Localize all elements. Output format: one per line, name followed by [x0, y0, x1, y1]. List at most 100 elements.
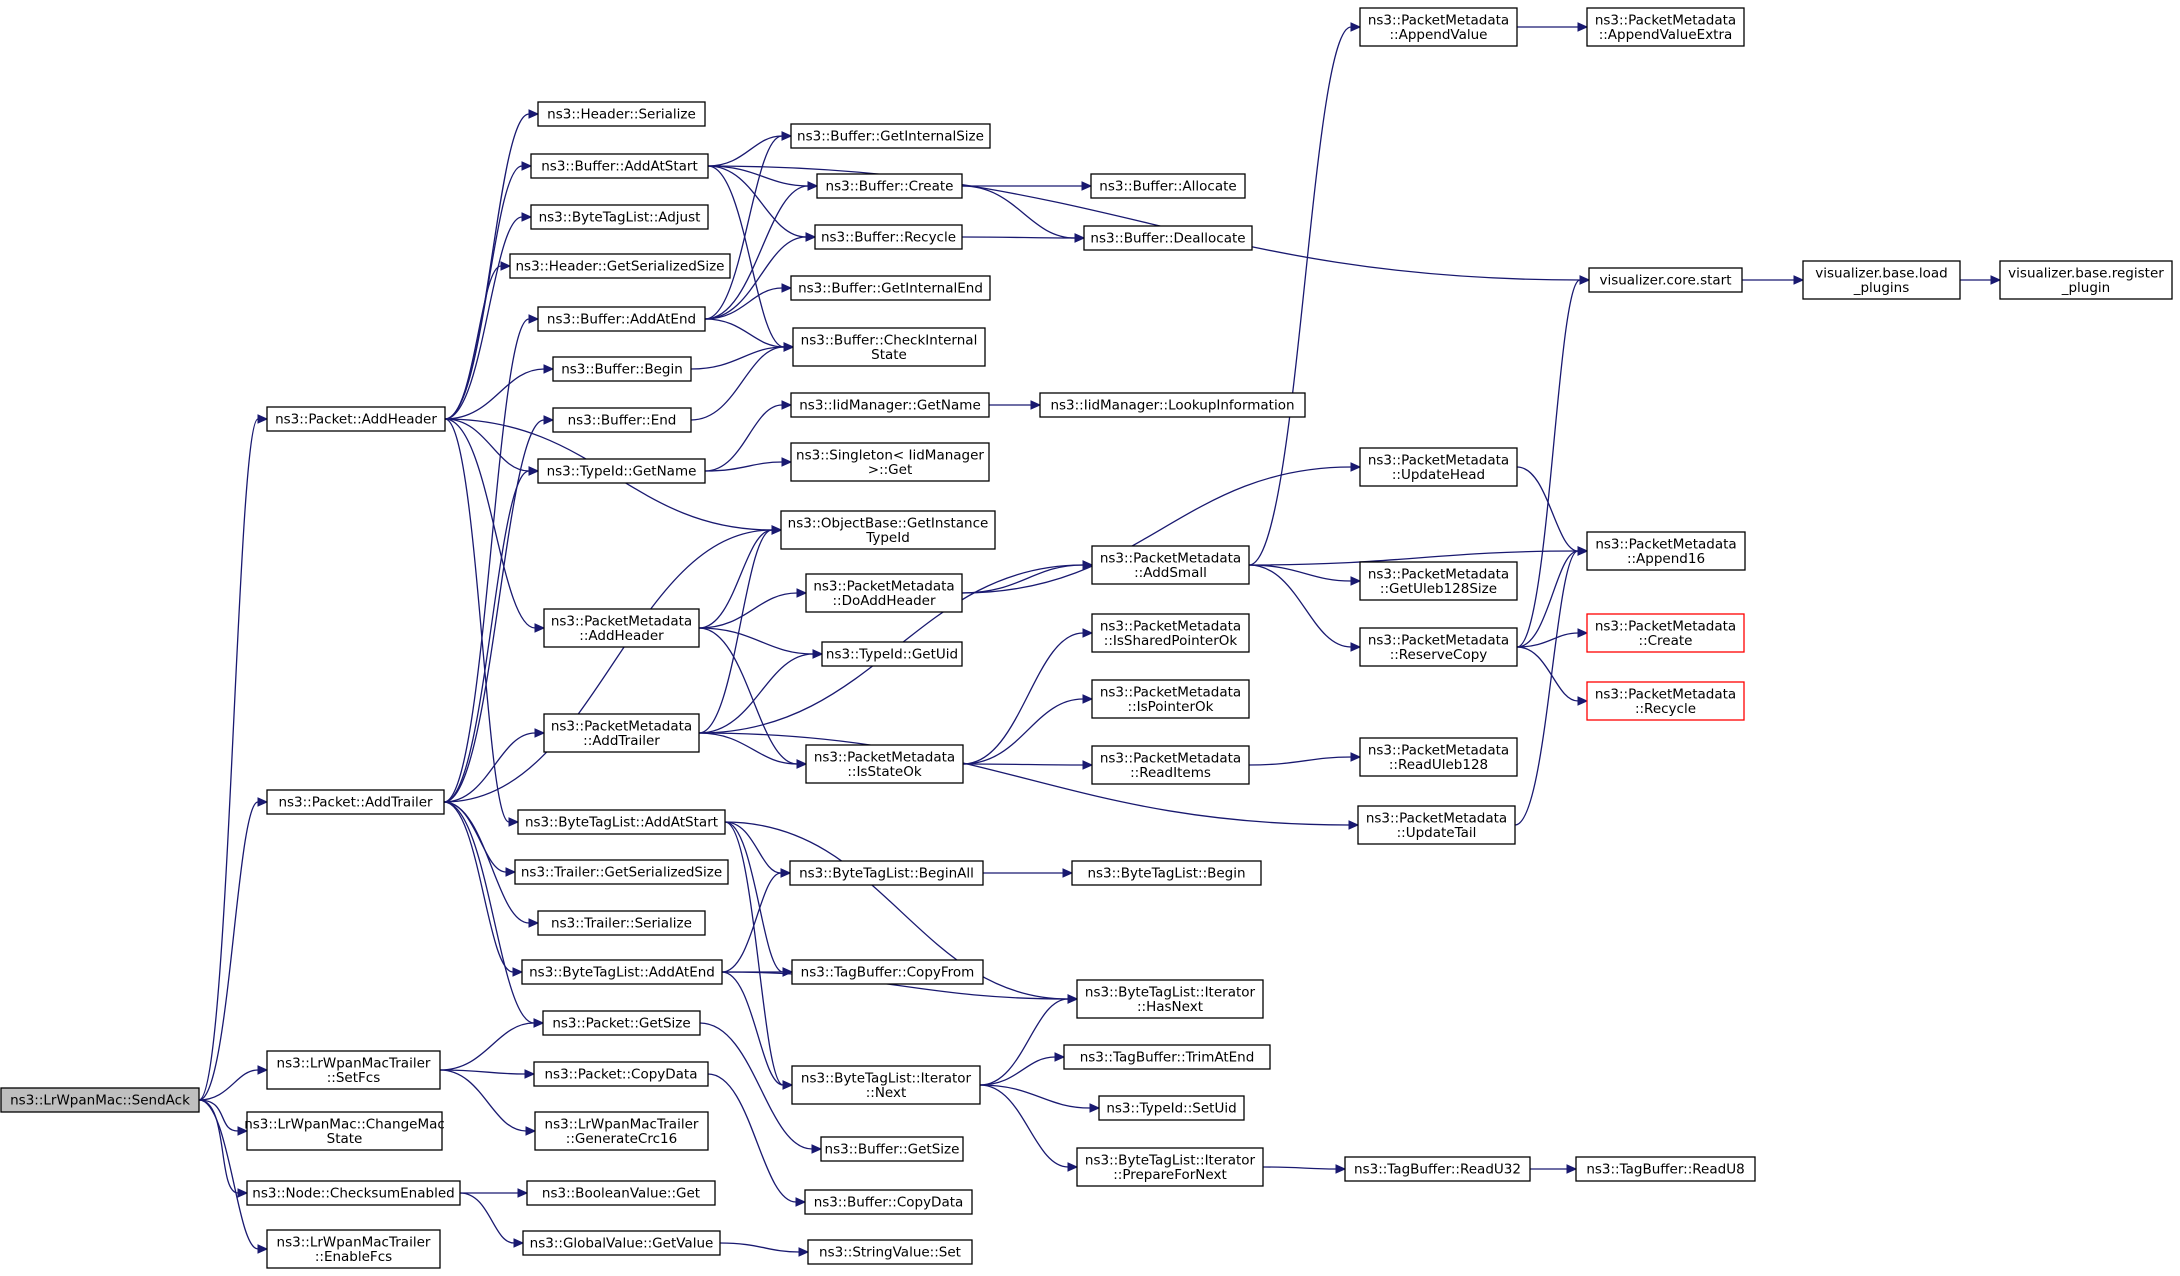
- node-pmis-pointer-ok[interactable]: ns3::PacketMetadata::IsPointerOk: [1091, 679, 1250, 719]
- node-label: ::DoAddHeader: [832, 593, 935, 609]
- edge-buf-recycle-to-buf-deallocate: [961, 233, 1086, 243]
- node-label: ns3::Buffer::CopyData: [814, 1195, 964, 1211]
- node-tag-buf-read-u32[interactable]: ns3::TagBuffer::ReadU32: [1344, 1156, 1531, 1182]
- node-global-get-value[interactable]: ns3::GlobalValue::GetValue: [522, 1230, 721, 1256]
- node-label: ns3::Packet::AddTrailer: [278, 795, 433, 811]
- node-box: [537, 101, 706, 127]
- node-trailer-get-ser-size[interactable]: ns3::Trailer::GetSerializedSize: [514, 859, 729, 885]
- node-buf-allocate[interactable]: ns3::Buffer::Allocate: [1090, 173, 1246, 199]
- node-box: [1357, 805, 1516, 845]
- edge-pmread-items-to-pmread-uleb128: [1248, 752, 1362, 766]
- node-pmadd-small[interactable]: ns3::PacketMetadata::AddSmall: [1091, 545, 1250, 585]
- node-label: ns3::Buffer::Deallocate: [1090, 231, 1245, 247]
- node-label: ::IsStateOk: [847, 764, 921, 780]
- node-string-set[interactable]: ns3::StringValue::Set: [807, 1239, 973, 1265]
- node-pmupdate-head[interactable]: ns3::PacketMetadata::UpdateHead: [1359, 447, 1518, 487]
- node-type-id-get-uid[interactable]: ns3::TypeId::GetUid: [821, 641, 963, 667]
- node-label: ::IsSharedPointerOk: [1104, 633, 1238, 649]
- node-send-ack[interactable]: ns3::LrWpanMac::SendAck: [0, 1087, 200, 1113]
- node-buf-copy-data[interactable]: ns3::Buffer::CopyData: [804, 1189, 973, 1215]
- node-header-get-ser-size[interactable]: ns3::Header::GetSerializedSize: [509, 253, 731, 279]
- node-btladjust[interactable]: ns3::ByteTagList::Adjust: [530, 204, 709, 230]
- node-buf-create[interactable]: ns3::Buffer::Create: [816, 173, 963, 199]
- node-btliter-has-next[interactable]: ns3::ByteTagList::Iterator::HasNext: [1076, 979, 1264, 1019]
- node-btliter-next[interactable]: ns3::ByteTagList::Iterator::Next: [791, 1065, 981, 1105]
- node-btladd-at-start[interactable]: ns3::ByteTagList::AddAtStart: [517, 809, 726, 835]
- node-pmreserve-copy[interactable]: ns3::PacketMetadata::ReserveCopy: [1359, 627, 1518, 667]
- node-buf-get-internal-size[interactable]: ns3::Buffer::GetInternalSize: [790, 123, 991, 149]
- node-label: ns3::PacketMetadata: [1368, 632, 1509, 648]
- node-generate-crc16[interactable]: ns3::LrWpanMacTrailer::GenerateCrc16: [534, 1111, 709, 1151]
- node-buf-recycle[interactable]: ns3::Buffer::Recycle: [814, 224, 963, 250]
- node-pmrecycle[interactable]: ns3::PacketMetadata::Recycle: [1586, 681, 1745, 721]
- node-pmappend-value-extra[interactable]: ns3::PacketMetadata::AppendValueExtra: [1586, 7, 1745, 47]
- node-buf-get-internal-end[interactable]: ns3::Buffer::GetInternalEnd: [790, 275, 991, 301]
- node-pmdo-add-header[interactable]: ns3::PacketMetadata::DoAddHeader: [805, 573, 963, 613]
- node-box: [266, 1050, 441, 1090]
- edge-btliter-next-to-tag-buf-trim-at-end: [979, 1052, 1066, 1086]
- node-pmupdate-tail[interactable]: ns3::PacketMetadata::UpdateTail: [1357, 805, 1516, 845]
- node-vis-core-start[interactable]: visualizer.core.start: [1588, 267, 1743, 293]
- node-pmis-state-ok[interactable]: ns3::PacketMetadata::IsStateOk: [805, 744, 964, 784]
- edge-packet-copy-data-to-buf-copy-data: [707, 1073, 807, 1207]
- node-label: ::ReadUleb128: [1389, 757, 1488, 773]
- node-label: ns3::ByteTagList::AddAtStart: [525, 815, 718, 831]
- node-buf-deallocate[interactable]: ns3::Buffer::Deallocate: [1083, 225, 1253, 251]
- node-type-id-get-name[interactable]: ns3::TypeId::GetName: [537, 458, 706, 484]
- node-buf-end[interactable]: ns3::Buffer::End: [552, 407, 692, 433]
- node-packet-get-size[interactable]: ns3::Packet::GetSize: [542, 1010, 701, 1036]
- edge-buf-add-at-end-to-buf-recycle: [704, 232, 817, 320]
- node-set-fcs[interactable]: ns3::LrWpanMacTrailer::SetFcs: [266, 1050, 441, 1090]
- node-enable-fcs[interactable]: ns3::LrWpanMacTrailer::EnableFcs: [266, 1229, 441, 1269]
- node-pmadd-trailer[interactable]: ns3::PacketMetadata::AddTrailer: [543, 713, 700, 753]
- node-box: [0, 1087, 200, 1113]
- node-singleton-get[interactable]: ns3::Singleton< IidManager>::Get: [790, 442, 990, 482]
- node-pmread-items[interactable]: ns3::PacketMetadata::ReadItems: [1091, 745, 1250, 785]
- edge-btladd-at-start-to-tag-buf-copy-from: [724, 821, 794, 977]
- node-type-id-set-uid[interactable]: ns3::TypeId::SetUid: [1098, 1095, 1245, 1121]
- node-label: ns3::PacketMetadata: [1366, 810, 1507, 826]
- node-pmappend16[interactable]: ns3::PacketMetadata::Append16: [1586, 531, 1746, 571]
- node-trailer-serialize[interactable]: ns3::Trailer::Serialize: [537, 910, 706, 936]
- node-box: [543, 713, 700, 753]
- node-label: >::Get: [868, 462, 912, 478]
- node-box: [1098, 1095, 1245, 1121]
- node-box: [1083, 225, 1253, 251]
- node-buf-get-size[interactable]: ns3::Buffer::GetSize: [820, 1136, 964, 1162]
- node-btladd-at-end[interactable]: ns3::ByteTagList::AddAtEnd: [521, 959, 723, 985]
- node-buf-add-at-end[interactable]: ns3::Buffer::AddAtEnd: [537, 306, 706, 332]
- node-label: ns3::Buffer::GetInternalEnd: [798, 281, 983, 297]
- node-boolean-get[interactable]: ns3::BooleanValue::Get: [526, 1180, 716, 1206]
- node-checksum-enabled[interactable]: ns3::Node::ChecksumEnabled: [246, 1180, 461, 1206]
- node-pmis-shared-pointer-ok[interactable]: ns3::PacketMetadata::IsSharedPointerOk: [1091, 613, 1250, 653]
- node-btliter-prepare[interactable]: ns3::ByteTagList::Iterator::PrepareForNe…: [1076, 1147, 1264, 1187]
- edge-pmupdate-head-to-pmappend16: [1516, 466, 1589, 556]
- node-btlbegin[interactable]: ns3::ByteTagList::Begin: [1071, 860, 1262, 886]
- node-tag-buf-trim-at-end[interactable]: ns3::TagBuffer::TrimAtEnd: [1063, 1044, 1271, 1070]
- node-iid-get-name[interactable]: ns3::IidManager::GetName: [790, 392, 990, 418]
- node-buf-begin[interactable]: ns3::Buffer::Begin: [552, 356, 692, 382]
- node-box: [521, 959, 723, 985]
- node-vis-register-plugin[interactable]: visualizer.base.register_plugin: [1999, 260, 2173, 300]
- node-pmget-uleb128-size[interactable]: ns3::PacketMetadata::GetUleb128Size: [1359, 561, 1518, 601]
- node-header-serialize[interactable]: ns3::Header::Serialize: [537, 101, 706, 127]
- node-label: ns3::TypeId::GetName: [547, 464, 697, 480]
- node-packet-add-trailer[interactable]: ns3::Packet::AddTrailer: [266, 789, 445, 815]
- node-tag-buf-read-u8[interactable]: ns3::TagBuffer::ReadU8: [1575, 1156, 1756, 1182]
- node-buf-add-at-start[interactable]: ns3::Buffer::AddAtStart: [530, 153, 709, 179]
- node-pmadd-header[interactable]: ns3::PacketMetadata::AddHeader: [543, 608, 700, 648]
- node-pmread-uleb128[interactable]: ns3::PacketMetadata::ReadUleb128: [1359, 737, 1518, 777]
- edge-pmadd-small-to-pmreserve-copy: [1248, 564, 1362, 652]
- node-tag-buf-copy-from[interactable]: ns3::TagBuffer::CopyFrom: [791, 959, 984, 985]
- node-vis-load-plugins[interactable]: visualizer.base.load_plugins: [1802, 260, 1961, 300]
- node-pmappend-value[interactable]: ns3::PacketMetadata::AppendValue: [1359, 7, 1518, 47]
- node-btlbegin-all[interactable]: ns3::ByteTagList::BeginAll: [789, 860, 984, 886]
- node-pmcreate[interactable]: ns3::PacketMetadata::Create: [1586, 613, 1745, 653]
- node-packet-copy-data[interactable]: ns3::Packet::CopyData: [533, 1061, 709, 1087]
- node-label: ns3::PacketMetadata: [1100, 550, 1241, 566]
- node-iid-lookup[interactable]: ns3::IidManager::LookupInformation: [1039, 392, 1306, 418]
- node-packet-add-header[interactable]: ns3::Packet::AddHeader: [266, 406, 446, 432]
